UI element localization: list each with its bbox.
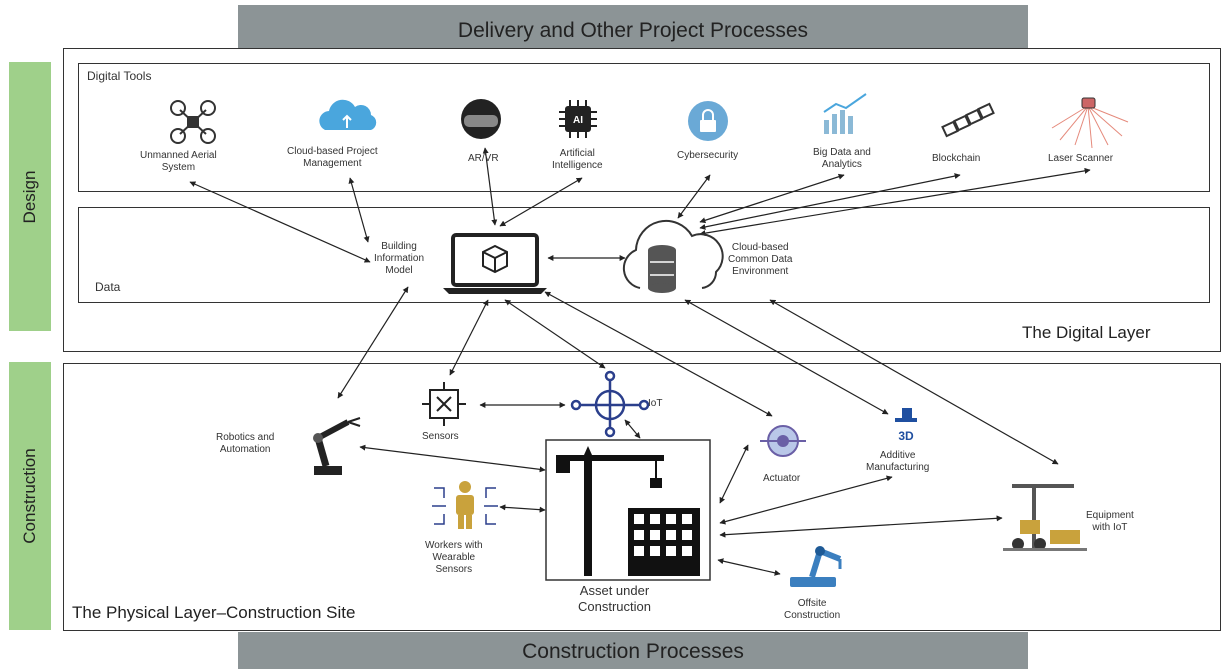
offsite-robot-icon xyxy=(790,546,842,587)
laser-scanner-icon xyxy=(1051,97,1129,149)
label-actuator: Actuator xyxy=(763,473,801,484)
label-arvr: AR/VR xyxy=(468,153,499,164)
digital-tools-box xyxy=(78,63,1210,192)
label-blockchain: Blockchain xyxy=(932,153,981,164)
label-sensors: Sensors xyxy=(422,431,459,442)
blockchain-icon xyxy=(941,102,995,138)
drone-icon xyxy=(170,100,216,144)
data-title: Data xyxy=(95,280,121,294)
laptop-bim-icon xyxy=(443,233,547,294)
construction-tab: Construction xyxy=(9,362,51,630)
label-laser-scanner: Laser Scanner xyxy=(1048,153,1114,164)
svg-text:3D: 3D xyxy=(898,429,914,443)
connector-arrows xyxy=(189,147,1091,576)
label-iot: IoT xyxy=(648,398,663,409)
iot-network-icon xyxy=(570,370,650,438)
analytics-chart-icon xyxy=(823,93,867,134)
cloud-icon xyxy=(319,99,377,130)
sensor-icon xyxy=(422,382,466,426)
label-cybersecurity: Cybersecurity xyxy=(677,150,739,161)
3d-printer-icon: 3D xyxy=(895,408,917,443)
actuator-gear-icon xyxy=(760,425,806,457)
cloud-database-icon xyxy=(622,219,724,293)
worker-wearable-icon xyxy=(432,481,498,529)
digital-tools-title: Digital Tools xyxy=(87,69,152,83)
lock-shield-icon xyxy=(688,101,728,141)
robot-arm-icon xyxy=(313,417,361,475)
svg-text:AI: AI xyxy=(573,115,583,126)
bottom-banner: Construction Processes xyxy=(238,632,1028,669)
physical-layer-title: The Physical Layer–Construction Site xyxy=(72,603,356,622)
asset-construction-icon xyxy=(545,439,711,581)
ai-chip-icon: AI xyxy=(559,100,597,138)
vr-headset-icon xyxy=(461,99,501,139)
crane-equipment-icon xyxy=(1003,484,1087,551)
design-tab: Design xyxy=(9,62,51,331)
top-banner: Delivery and Other Project Processes xyxy=(238,5,1028,51)
